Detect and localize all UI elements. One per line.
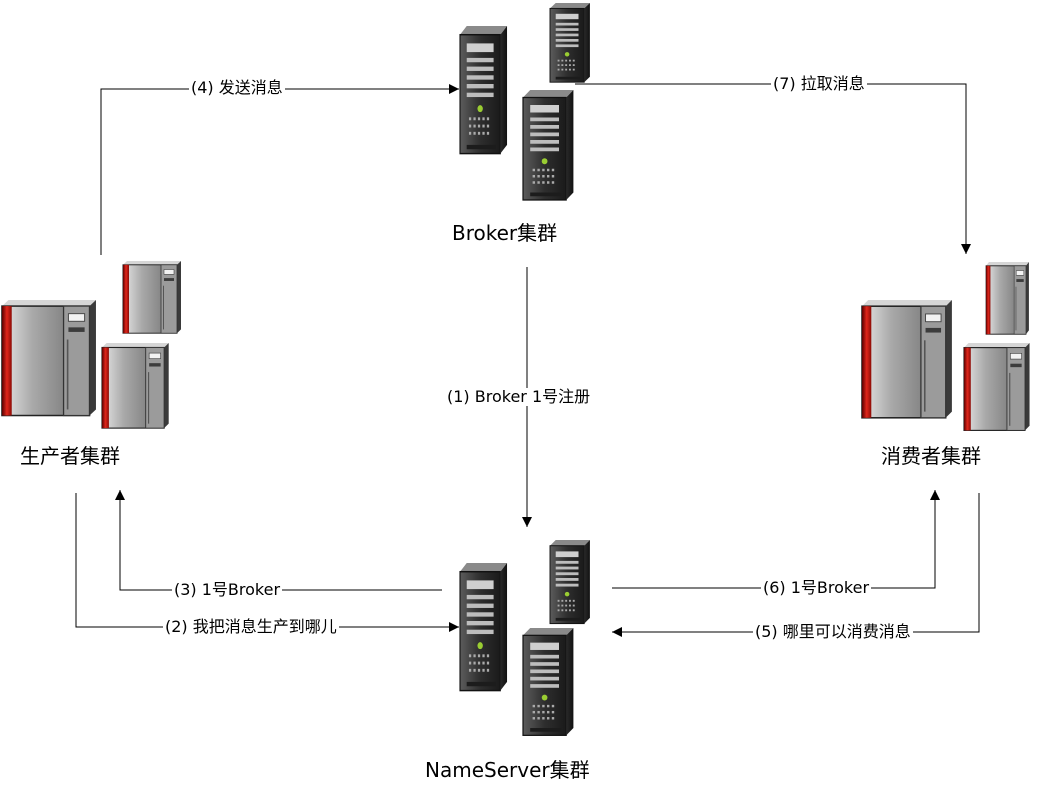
edge-send-label: (4) 发送消息 [189,78,285,97]
edge-producer-reply-label: (3) 1号Broker [172,580,283,599]
edge-producer-ask-line [75,493,459,632]
nameserver-cluster-icon [459,539,591,736]
edge-consumer-reply-line [612,490,940,589]
edge-pull-label: (7) 拉取消息 [771,74,867,93]
nameserver-cluster-label: NameServer集群 [425,758,590,782]
broker-cluster-label: Broker集群 [452,221,558,245]
producer-cluster-icon [1,260,182,429]
edge-pull-line [575,83,971,254]
edge-consumer-reply-label: (6) 1号Broker [761,578,872,597]
edge-consumer-ask-line [612,493,980,637]
broker-cluster-icon [459,2,591,201]
consumer-cluster-label: 消费者集群 [881,444,981,468]
producer-cluster-label: 生产者集群 [20,444,120,468]
edge-send-line [100,84,459,255]
consumer-cluster-icon [861,261,1031,431]
edge-producer-reply-line [115,490,442,591]
edge-lines [75,83,980,637]
edge-consumer-ask-label: (5) 哪里可以消费消息 [753,622,913,641]
edge-register-label: (1) Broker 1号注册 [445,387,593,406]
edge-producer-ask-label: (2) 我把消息生产到哪儿 [163,617,339,636]
